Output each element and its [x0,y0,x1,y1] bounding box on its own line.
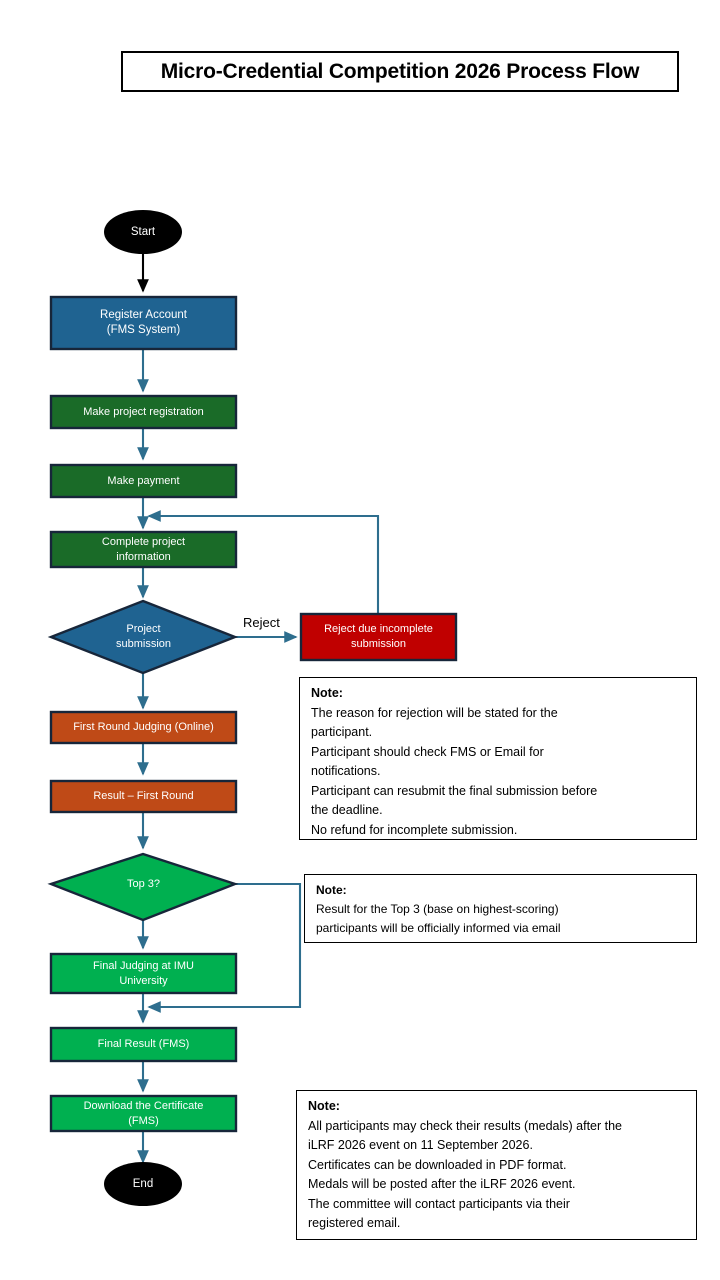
note-top3-line-2: participants will be officially informed… [316,921,561,935]
node-shape-final-judging[interactable] [49,952,238,995]
edge-reject-loopback [147,510,380,614]
note-top3-heading: Note: [316,883,347,897]
note-rejection-line-1: The reason for rejection will be stated … [311,705,558,720]
note-box-results: Note: All participants may check their r… [296,1090,697,1240]
node-shape-register-account[interactable] [49,295,238,351]
edge-top3-bypass [147,882,302,1013]
note-rejection-line-7: No refund for incomplete submission. [311,822,518,837]
node-shape-first-round-judging[interactable] [49,710,238,745]
note-results-line-1: All participants may check their results… [308,1118,623,1133]
node-shape-top-3[interactable] [47,852,239,922]
note-results-heading: Note: [308,1099,340,1113]
page-title-banner: Micro-Credential Competition 2026 Proces… [121,51,679,92]
edge-label-reject: Reject [243,615,280,630]
note-results-line-2: iLRF 2026 event on 11 September 2026. [308,1138,533,1152]
note-rejection-heading: Note: [311,686,343,700]
node-shapes [47,210,458,1206]
page-title: Micro-Credential Competition 2026 Proces… [160,59,640,83]
node-shape-download-certificate[interactable] [49,1094,238,1133]
connectors [137,253,380,1164]
note-box-rejection: Note: The reason for rejection will be s… [299,677,697,840]
note-rejection-line-2: participant. [311,725,373,739]
node-shape-result-first-round[interactable] [49,779,238,814]
node-shape-complete-project-information[interactable] [49,530,238,569]
node-shape-project-submission[interactable] [47,599,239,675]
note-rejection-line-6: the deadline. [311,803,383,817]
note-rejection-line-3: Participant should check FMS or Email fo… [311,744,544,759]
note-rejection-line-5: Participant can resubmit the final submi… [311,783,598,798]
note-results-line-3: Certificates can be downloaded in PDF fo… [308,1157,567,1172]
node-shape-final-result[interactable] [49,1026,238,1063]
note-box-top3: Note: Result for the Top 3 (base on high… [304,874,697,943]
note-results-line-4: Medals will be posted after the iLRF 202… [308,1177,576,1191]
note-results-line-6: registered email. [308,1216,401,1230]
note-rejection-line-4: notifications. [311,764,381,778]
node-shape-end[interactable] [104,1162,182,1206]
node-shape-make-payment[interactable] [49,463,238,499]
node-shape-make-project-registration[interactable] [49,394,238,430]
node-shape-reject-incomplete[interactable] [299,612,458,662]
node-shape-start[interactable] [104,210,182,254]
note-top3-line-1: Result for the Top 3 (base on highest-sc… [316,902,559,916]
note-results-line-5: The committee will contact participants … [308,1196,570,1211]
